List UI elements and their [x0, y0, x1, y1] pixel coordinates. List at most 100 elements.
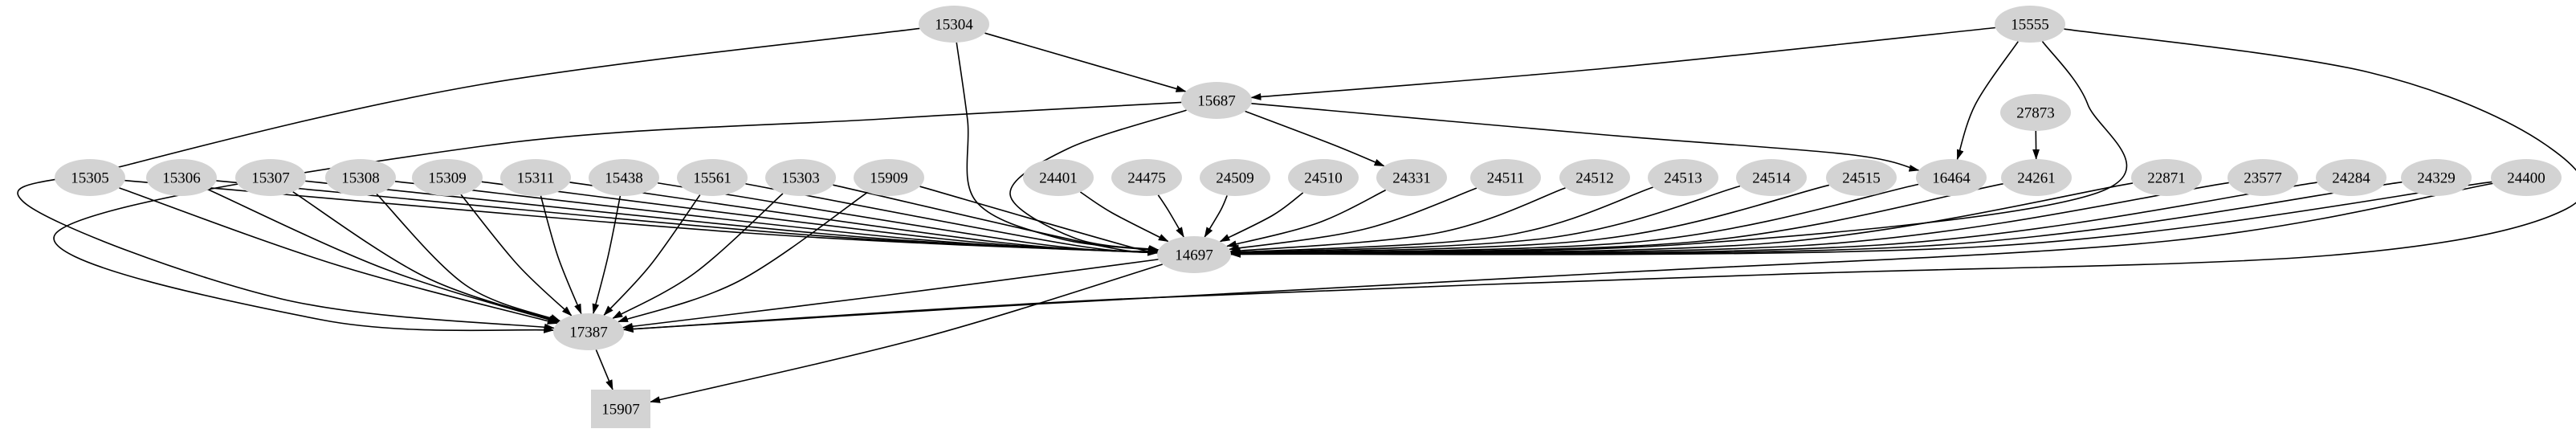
graph-node-24331: 24331 — [1376, 159, 1447, 196]
graph-node-24512: 24512 — [1559, 159, 1630, 196]
edge-24514-14697 — [1229, 185, 1741, 256]
node-label-24475: 24475 — [1127, 170, 1166, 186]
graph-node-14697: 14697 — [1157, 236, 1231, 273]
edge-15561-17387 — [603, 194, 701, 317]
graph-node-24513: 24513 — [1648, 159, 1718, 196]
node-ellipse-shape — [1200, 159, 1270, 196]
graph-node-24401: 24401 — [1023, 159, 1094, 196]
graph-node-15311: 15311 — [500, 159, 571, 196]
node-ellipse-shape — [1181, 82, 1252, 119]
node-ellipse-shape — [55, 159, 125, 196]
node-label-15303: 15303 — [781, 170, 820, 186]
edge-15305-17387 — [119, 187, 558, 325]
node-label-15307: 15307 — [251, 170, 290, 186]
node-ellipse-shape — [1995, 6, 2065, 43]
node-ellipse-shape — [1648, 159, 1718, 196]
edge-15555-15687 — [1250, 27, 1995, 100]
edge-15909-17387 — [618, 191, 868, 323]
edge-24401-14697 — [1079, 191, 1169, 243]
node-label-15309: 15309 — [428, 170, 467, 186]
node-label-24400: 24400 — [2507, 170, 2545, 186]
edge-15555-14697 — [1229, 41, 2128, 258]
node-label-24284: 24284 — [2332, 170, 2370, 186]
node-ellipse-shape — [2000, 94, 2071, 131]
node-label-15306: 15306 — [162, 170, 201, 186]
node-ellipse-shape — [2001, 159, 2072, 196]
graph-node-15907: 15907 — [591, 390, 650, 428]
graph-node-15561: 15561 — [677, 159, 748, 196]
graph-node-15555: 15555 — [1995, 6, 2065, 43]
graph-node-24329: 24329 — [2401, 159, 2472, 196]
node-ellipse-shape — [1559, 159, 1630, 196]
node-label-24512: 24512 — [1575, 170, 1614, 186]
node-label-27873: 27873 — [2016, 104, 2055, 121]
node-label-24511: 24511 — [1487, 170, 1525, 186]
node-ellipse-shape — [2401, 159, 2472, 196]
node-ellipse-shape — [2131, 159, 2202, 196]
graph-node-24514: 24514 — [1736, 159, 1807, 196]
node-ellipse-shape — [325, 159, 396, 196]
edge-15307-17387 — [292, 191, 560, 323]
edge-15438-17387 — [592, 195, 622, 315]
node-ellipse-shape — [1916, 159, 1987, 196]
node-label-24331: 24331 — [1392, 170, 1431, 186]
node-label-24261: 24261 — [2017, 170, 2056, 186]
node-label-17387: 17387 — [569, 324, 608, 341]
node-ellipse-shape — [146, 159, 217, 196]
node-label-22871: 22871 — [2147, 170, 2186, 186]
edge-24513-14697 — [1229, 186, 1653, 255]
edge-15303-17387 — [612, 193, 784, 319]
graph-node-15909: 15909 — [854, 159, 924, 196]
edge-15687-24331 — [1245, 110, 1385, 167]
node-ellipse-shape — [1826, 159, 1897, 196]
edge-24400-14697 — [1229, 181, 2492, 258]
edge-24512-14697 — [1229, 187, 1566, 255]
edge-15687-14697 — [1009, 109, 1187, 252]
edge-24515-14697 — [1229, 184, 1830, 257]
node-label-24515: 24515 — [1842, 170, 1881, 186]
edge-24511-14697 — [1229, 187, 1478, 251]
edge-15308-17387 — [376, 193, 561, 322]
node-ellipse-shape — [589, 159, 659, 196]
node-label-16464: 16464 — [1932, 170, 1971, 186]
node-label-24329: 24329 — [2417, 170, 2456, 186]
node-ellipse-shape — [1736, 159, 1807, 196]
node-ellipse-shape — [553, 313, 624, 350]
edge-15303-14697 — [833, 184, 1159, 255]
node-label-15308: 15308 — [341, 170, 380, 186]
node-ellipse-shape — [412, 159, 483, 196]
node-label-15561: 15561 — [693, 170, 732, 186]
node-ellipse-shape — [1111, 159, 1182, 196]
graph-node-23577: 23577 — [2228, 159, 2298, 196]
edge-15555-16464 — [1956, 41, 2019, 161]
edge-15687-17387 — [53, 101, 1182, 333]
edge-15311-17387 — [540, 195, 582, 315]
node-ellipse-shape — [1470, 159, 1541, 196]
graph-node-15438: 15438 — [589, 159, 659, 196]
graph-node-27873: 27873 — [2000, 94, 2071, 131]
node-label-15907: 15907 — [601, 401, 640, 418]
node-label-24510: 24510 — [1304, 170, 1343, 186]
node-label-14697: 14697 — [1175, 247, 1213, 263]
node-label-15687: 15687 — [1197, 92, 1236, 109]
node-label-15909: 15909 — [870, 170, 908, 186]
edge-24331-14697 — [1226, 189, 1387, 247]
node-label-24401: 24401 — [1039, 170, 1078, 186]
node-ellipse-shape — [2491, 159, 2562, 196]
node-ellipse-shape — [2228, 159, 2298, 196]
node-label-24514: 24514 — [1752, 170, 1791, 186]
node-ellipse-shape — [765, 159, 836, 196]
node-ellipse-shape — [1023, 159, 1094, 196]
node-ellipse-shape — [1288, 159, 1359, 196]
graph-node-22871: 22871 — [2131, 159, 2202, 196]
edge-24475-14697 — [1157, 194, 1184, 238]
node-label-15555: 15555 — [2011, 16, 2049, 33]
edge-15309-17387 — [460, 194, 573, 317]
graph-node-24511: 24511 — [1470, 159, 1541, 196]
graph-node-24509: 24509 — [1200, 159, 1270, 196]
graph-node-15304: 15304 — [919, 6, 989, 43]
edge-15304-15687 — [984, 32, 1187, 92]
edge-14697-17387 — [622, 259, 1159, 330]
